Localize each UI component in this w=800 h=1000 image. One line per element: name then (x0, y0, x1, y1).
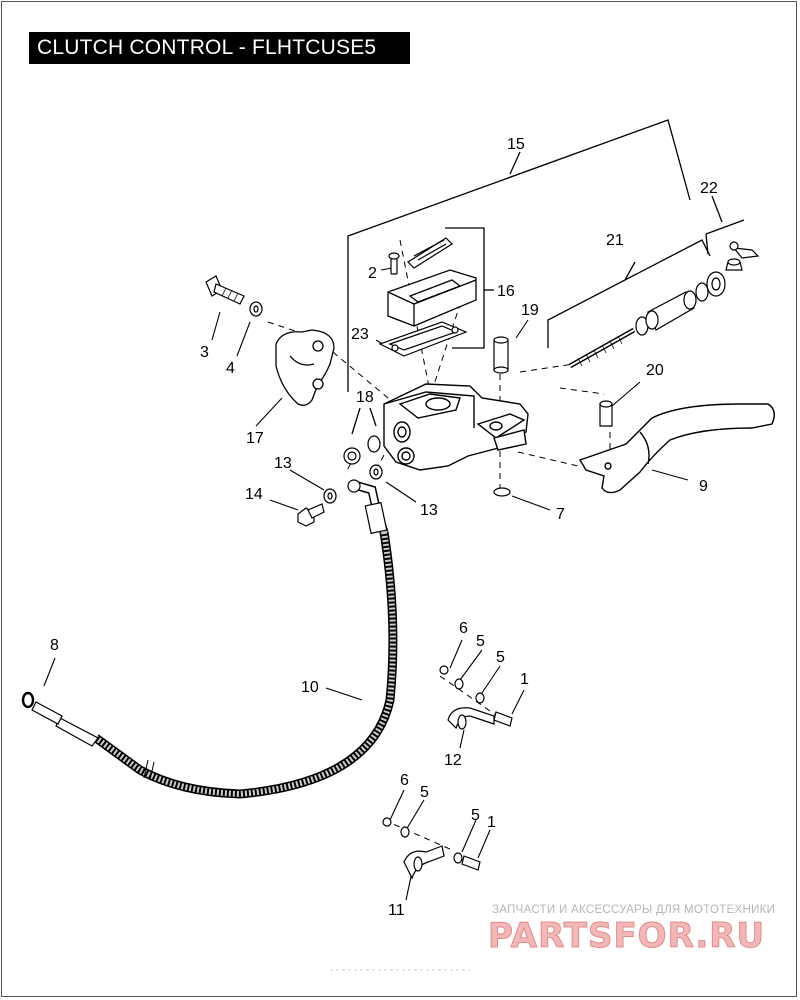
callout-21: 21 (606, 232, 624, 249)
callout-5-b: 5 (496, 649, 505, 666)
screw-2 (388, 252, 400, 275)
watermark-caption: ЗАПЧАСТИ И АКСЕССУАРЫ ДЛЯ МОТОТЕХНИКИ (492, 904, 776, 916)
o-ring-8 (21, 691, 35, 709)
callout-14: 14 (245, 486, 263, 503)
callout-15: 15 (507, 136, 525, 153)
bolt-3 (205, 275, 245, 305)
washer-4 (249, 301, 263, 317)
reservoir-cover-16 (387, 269, 477, 327)
callout-1-b: 1 (487, 814, 496, 831)
clutch-lever-9 (578, 403, 775, 494)
cover-strip (407, 237, 453, 269)
callout-13-b: 13 (420, 502, 438, 519)
gasket-23 (378, 321, 468, 357)
callout-7: 7 (556, 506, 565, 523)
pushrod-21 (568, 271, 726, 369)
callout-6-b: 6 (400, 772, 409, 789)
callout-5-d: 5 (471, 807, 480, 824)
callout-18: 18 (356, 389, 374, 406)
pivot-pin-19 (493, 336, 509, 374)
callout-4: 4 (226, 360, 235, 377)
callout-13-a: 13 (274, 455, 292, 472)
switch-18 (343, 435, 381, 465)
part-22 (725, 241, 760, 271)
callout-16: 16 (497, 283, 515, 300)
master-cylinder-15 (383, 383, 529, 471)
callout-10: 10 (301, 679, 319, 696)
callout-22: 22 (700, 180, 718, 197)
bushing-20 (599, 400, 613, 427)
callout-12: 12 (444, 752, 462, 769)
washer-13 (323, 464, 383, 504)
callout-2: 2 (368, 265, 377, 282)
callout-23: 23 (351, 326, 369, 343)
callout-20: 20 (646, 362, 664, 379)
callout-19: 19 (521, 302, 539, 319)
hose-clip-12 (439, 665, 513, 730)
bracket-16 (445, 227, 485, 349)
callout-5-c: 5 (420, 784, 429, 801)
hose-clip-11 (382, 817, 481, 880)
callout-3: 3 (200, 344, 209, 361)
callout-1-a: 1 (520, 671, 529, 688)
callout-8: 8 (50, 637, 59, 654)
watermark-logo: PARTSFOR.RU (487, 916, 766, 957)
clutch-hose-10 (31, 479, 398, 799)
callout-17: 17 (246, 430, 264, 447)
clamp-17 (275, 329, 335, 406)
callout-5-a: 5 (476, 633, 485, 650)
callout-11: 11 (388, 902, 405, 919)
diagram-title: CLUTCH CONTROL - FLHTCUSE5 (29, 32, 410, 64)
bracket-15 (347, 119, 691, 392)
clip-7 (493, 487, 511, 497)
callout-9: 9 (699, 478, 708, 495)
banjo-bolt-14 (297, 503, 325, 527)
callout-6-a: 6 (459, 620, 468, 637)
